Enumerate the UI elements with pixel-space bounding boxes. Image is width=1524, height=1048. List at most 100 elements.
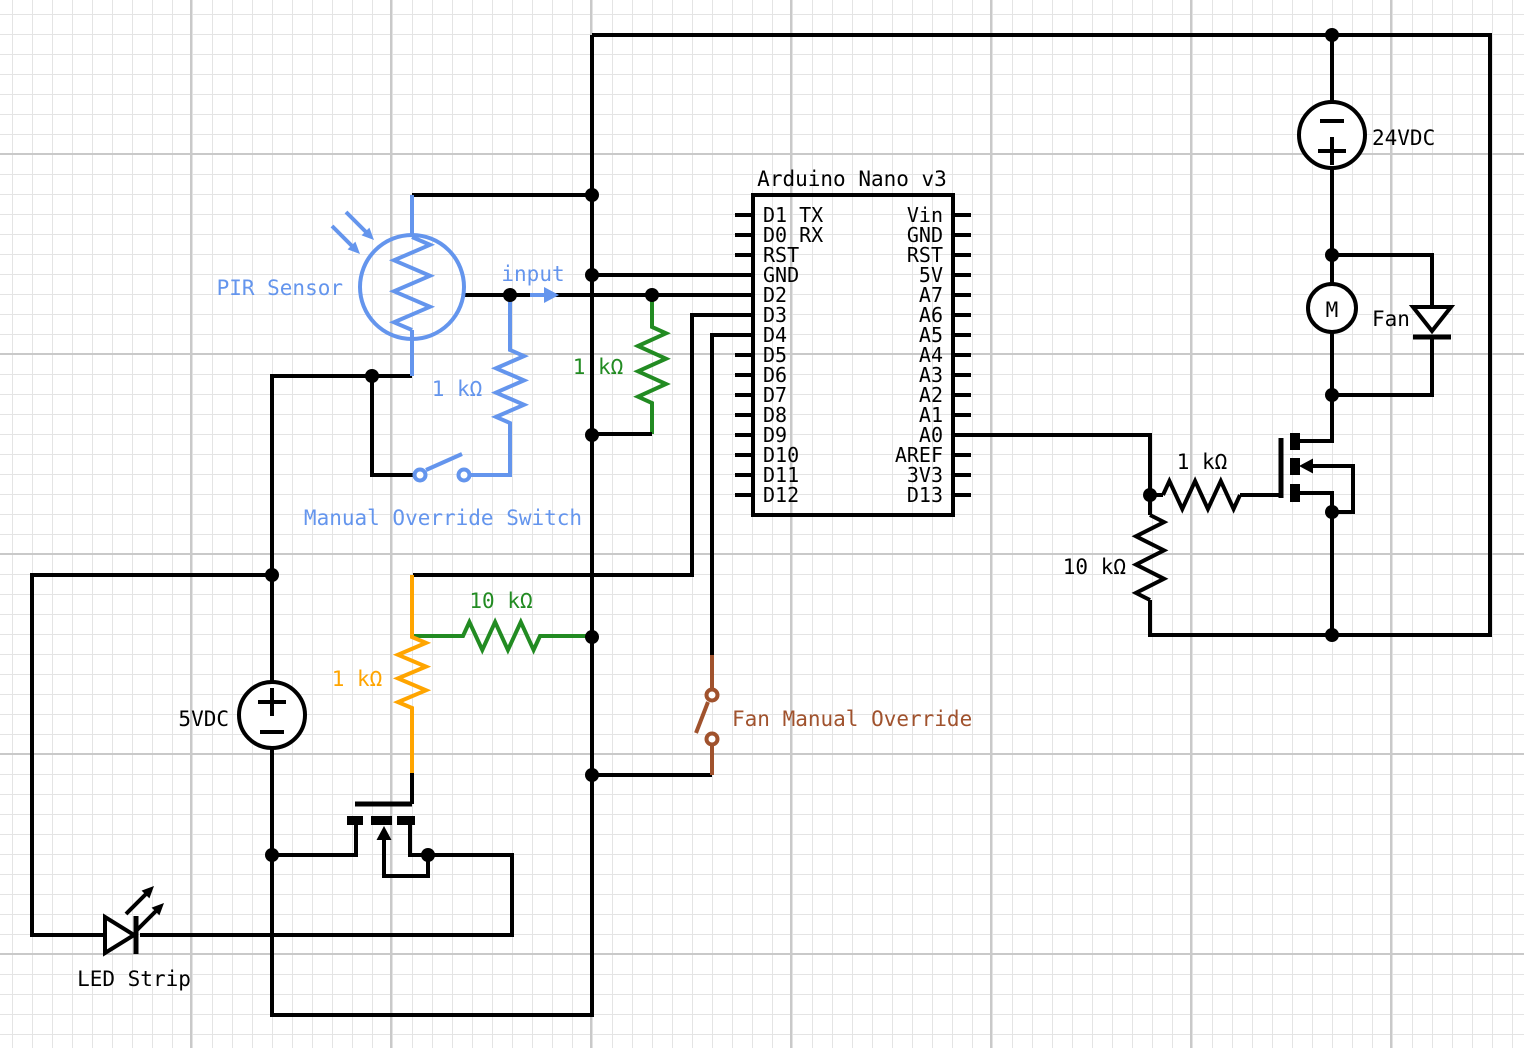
arduino-title: Arduino Nano v3 [757,167,947,191]
arduino-pin-label-a5: A5 [919,323,943,347]
arduino-pin-label-d3: D3 [763,303,787,327]
supply-5v: 5VDC [178,680,307,750]
led-triangle [103,913,138,957]
led-mosfet [347,801,415,840]
pir-sensor: PIR Sensor [217,195,466,376]
input-arrow-head [544,287,559,303]
fan-gate-resistor-label: 1 kΩ [1177,450,1228,474]
arduino-pin-label-d0-rx: D0 RX [763,223,823,247]
arduino-pin-label-a7: A7 [919,283,943,307]
arduino-pin-label-a2: A2 [919,383,943,407]
fan-motor: M Fan [1306,282,1410,334]
arduino-pin-label-rst: RST [907,243,943,267]
fan-mosfet-channel [1290,484,1300,502]
fan-mosfet [1278,433,1313,502]
arduino-pin-label-gnd: GND [907,223,943,247]
fan-switch-lever [694,701,710,734]
manual-override-label: Manual Override Switch [304,506,582,530]
arduino-pin-label-gnd: GND [763,263,799,287]
junction-dot [585,188,599,202]
pir-sensor-label: PIR Sensor [217,276,343,300]
led-strip-label: LED Strip [77,967,191,991]
arduino-pin-label-rst: RST [763,243,799,267]
wire-flyback-branch [1332,253,1434,397]
fan-mosfet-channel [1290,433,1300,450]
fan-pulldown-zigzag [1131,513,1169,602]
wire-led-return [30,573,272,937]
wire-led-drain [272,825,358,857]
switch-lever [425,452,463,472]
pir-divider-zigzag [470,297,530,477]
arduino-pin-label-d4: D4 [763,323,787,347]
supply-24v-label: 24VDC [1372,126,1435,150]
fan-mosfet-channel [1290,458,1300,475]
arduino-pin-label-5v: 5V [919,263,943,287]
led-gate-pulldown-zigzag [413,617,592,655]
switch-terminal [456,467,472,483]
input-signal: input [501,262,565,303]
wire-manual-switch-left [370,376,413,477]
pir-incident-arrows [330,210,374,254]
input-label: input [501,262,564,286]
led-mosfet-body-arrow [376,826,392,840]
junction-dot [421,848,435,862]
led-gate-pulldown-resistor: 10 kΩ [413,589,592,655]
arduino-pin-label-3v3: 3V3 [907,463,943,487]
arduino-pin-label-d6: D6 [763,363,787,387]
switch-terminal [412,467,428,483]
junction-dot [645,288,659,302]
arduino-pin-label-aref: AREF [895,443,943,467]
d2-pulldown-resistor: 1 kΩ [573,297,671,436]
junction-dot [1325,248,1339,262]
supply-24v-plus-icon [1318,137,1346,165]
supply-5v-label: 5VDC [178,707,229,731]
arduino-pin-label-d11: D11 [763,463,799,487]
junction-dot [1325,388,1339,402]
junction-dot [265,568,279,582]
wire-d3 [413,313,753,577]
pir-resistor-zigzag [388,235,436,332]
junction-dot [585,768,599,782]
junction-dot [585,630,599,644]
led-emission-arrows [124,886,164,933]
junction-dot [1143,488,1157,502]
wire-led-source [140,825,514,937]
wire-gnd-bottom-loop [270,748,594,1017]
supply-5v-plus-icon [258,688,286,716]
led-gate-resistor: 1 kΩ [332,575,432,773]
manual-override-switch: Manual Override Switch [304,452,582,530]
junction-dot [365,369,379,383]
arduino-pin-label-a1: A1 [919,403,943,427]
arduino-pin-label-a6: A6 [919,303,943,327]
fan-override-label: Fan Manual Override [732,707,972,731]
arduino-pin-label-vin: Vin [907,203,943,227]
wire-fan-drain [1299,395,1334,443]
fan-gate-resistor: 1 kΩ [1161,450,1242,514]
junction-dot [503,288,517,302]
led-gate-pulldown-label: 10 kΩ [469,589,532,613]
fan-override-switch: Fan Manual Override [694,655,972,775]
arduino-pin-label-a3: A3 [919,363,943,387]
led-mosfet-channel [397,816,415,825]
junction-dot [1325,28,1339,42]
flyback-diode [1408,305,1456,340]
fan-switch-terminal [704,687,720,703]
arduino-pin-label-a0: A0 [919,423,943,447]
led-gate-label: 1 kΩ [332,667,383,691]
d2-pulldown-zigzag [633,297,671,434]
arduino-pin-label-d13: D13 [907,483,943,507]
junction-dot [1325,628,1339,642]
led-gate-zigzag [392,575,432,773]
pir-divider-label: 1 kΩ [432,377,483,401]
junction-dot [265,848,279,862]
fan-mosfet-body-arrow [1299,458,1313,474]
d2-pulldown-label: 1 kΩ [573,355,624,379]
junction-dot [585,268,599,282]
fan-pulldown-resistor: 10 kΩ [1063,513,1169,602]
supply-24v: 24VDC [1297,100,1435,170]
